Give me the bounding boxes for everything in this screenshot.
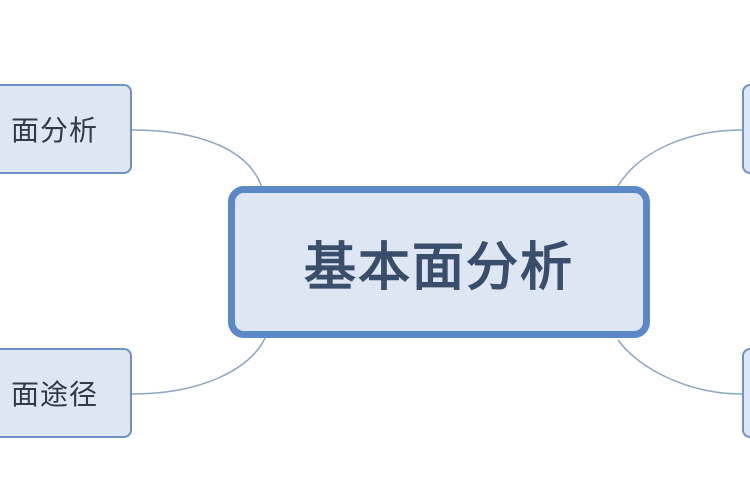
node-left-bottom[interactable]: 面途径 (0, 348, 132, 438)
node-right-bottom[interactable] (742, 348, 750, 438)
central-topic-node[interactable]: 基本面分析 (228, 186, 650, 338)
node-left-top[interactable]: 面分析 (0, 84, 132, 174)
node-right-top[interactable] (742, 84, 750, 174)
connector-left-bottom (131, 337, 266, 395)
node-left-bottom-label: 面途径 (10, 378, 98, 411)
connector-right-top (617, 129, 743, 187)
central-topic-label: 基本面分析 (303, 237, 574, 298)
node-left-top-label: 面分析 (10, 114, 98, 147)
connector-left-top (131, 129, 263, 189)
connector-right-bottom (617, 339, 743, 395)
